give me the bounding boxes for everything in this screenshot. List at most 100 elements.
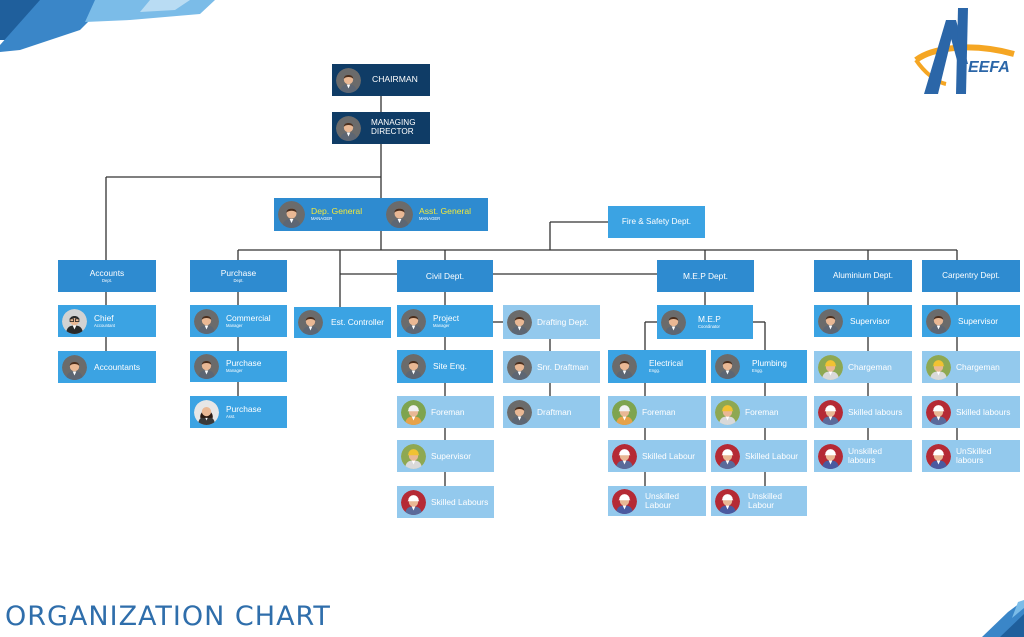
chairman-box: CHAIRMAN — [332, 64, 430, 96]
manager-avatar-icon — [401, 354, 426, 379]
manager-avatar-icon — [194, 308, 219, 334]
civil-foreman-box: Foreman — [397, 396, 494, 428]
supervisor-avatar-icon — [818, 354, 843, 380]
aluminium-dept-box-label: Aluminium Dept. — [832, 270, 894, 280]
manager-avatar-icon — [62, 354, 87, 380]
carpentry-chargeman-box: Chargeman — [922, 351, 1020, 383]
skilled-labour-avatar-icon — [926, 399, 951, 425]
civil-supervisor-box: Supervisor — [397, 440, 494, 472]
manager-avatar-icon — [194, 354, 219, 379]
supervisor-avatar-icon — [401, 443, 426, 469]
labour-avatar-icon — [818, 443, 843, 469]
drafting-dept-box: Drafting Dept. — [503, 305, 600, 339]
mep-dept-box: M.E.P Dept. — [657, 260, 754, 292]
aluminium-skilled-labours-box: Skilled labours — [814, 396, 912, 428]
carpentry-dept-box-label: Carpentry Dept. — [942, 270, 1000, 280]
chairman-box-label: CHAIRMAN — [372, 74, 418, 85]
dep-general-manager-box-subtitle: MANAGER — [311, 216, 333, 222]
site-engineer-box: Site Eng. — [397, 350, 493, 383]
manager-avatar-icon — [507, 399, 532, 425]
carpentry-unskilled-labours-box-line: UnSkilled — [956, 446, 992, 457]
manager-avatar-icon — [612, 354, 637, 379]
managing-director-box-line: MANAGING — [371, 118, 416, 128]
snr-draftman-box-label: Snr. Draftman — [537, 361, 589, 372]
draftman-box-label: Draftman — [537, 406, 572, 417]
draftman-box: Draftman — [503, 396, 600, 428]
asst-general-manager-box-subtitle: MANAGER — [419, 216, 441, 222]
manager-avatar-icon — [715, 354, 740, 379]
manager-avatar-icon — [507, 354, 532, 380]
foreman-avatar-icon — [612, 399, 637, 425]
purchase-manager-box-title: Purchase — [226, 358, 262, 369]
dep-general-manager-box-title: Dep. General — [311, 206, 363, 217]
skilled-labour-avatar-icon — [401, 489, 426, 515]
aluminium-chargeman-box: Chargeman — [814, 351, 912, 383]
page-title: ORGANIZATION CHART — [5, 601, 331, 632]
electrical-unskilled-labour-box-line: Labour — [645, 500, 672, 510]
manager-avatar-icon — [507, 309, 532, 335]
manager-avatar-icon — [661, 309, 686, 335]
aluminium-unskilled-labours-box-line: Unskilled — [848, 446, 882, 457]
electrical-unskilled-labour-box-line: Unskilled — [645, 491, 679, 502]
svg-text:EEFA: EEFA — [968, 59, 1010, 76]
civil-dept-box-label: Civil Dept. — [425, 270, 465, 281]
electrical-foreman-box-label: Foreman — [642, 406, 676, 417]
electrical-engineer-box-subtitle: Engg. — [649, 368, 660, 374]
accountants-box: Accountants — [58, 351, 156, 383]
neefa-logo: EEFA — [914, 8, 1015, 94]
electrical-foreman-box: Foreman — [608, 396, 706, 428]
aluminium-chargeman-box-label: Chargeman — [848, 361, 892, 372]
corner-decoration-top-left — [0, 0, 215, 52]
carpentry-supervisor-box-label: Supervisor — [958, 315, 999, 326]
plumbing-unskilled-labour-box-line: Unskilled — [748, 491, 782, 502]
fire-safety-dept-box-label: Fire & Safety Dept. — [621, 216, 692, 226]
manager-avatar-icon — [386, 201, 413, 228]
carpentry-dept-box: Carpentry Dept. — [922, 260, 1020, 292]
supervisor-avatar-icon — [715, 399, 740, 425]
civil-supervisor-box-label: Supervisor — [431, 450, 472, 461]
manager-avatar-icon — [298, 310, 323, 335]
site-engineer-box-label: Site Eng. — [433, 361, 467, 372]
skilled-labour-avatar-icon — [715, 443, 740, 469]
purchase-assistant-box-title: Purchase — [226, 403, 262, 414]
carpentry-chargeman-box-label: Chargeman — [956, 361, 1000, 372]
purchase-dept-box-subtitle: Dept. — [233, 277, 244, 283]
plumbing-skilled-labour-box-label: Skilled Labour — [745, 450, 799, 461]
mep-dept-box-label: M.E.P Dept. — [683, 270, 728, 281]
carpentry-skilled-labours-box: Skilled labours — [922, 396, 1020, 428]
drafting-dept-box-label: Drafting Dept. — [537, 316, 589, 327]
accounts-dept-box-subtitle: Dept. — [101, 277, 112, 283]
est-controller-box-label: Est. Controller — [331, 317, 385, 328]
labour-avatar-icon — [715, 488, 740, 514]
plumbing-skilled-labour-box: Skilled Labour — [711, 440, 807, 472]
purchase-manager-box-subtitle: Manager — [226, 368, 243, 374]
skilled-labour-avatar-icon — [612, 443, 637, 469]
civil-skilled-labours-box-label: Skilled Labours — [431, 496, 489, 507]
accountants-box-label: Accountants — [94, 361, 141, 372]
manager-avatar-icon — [336, 115, 361, 141]
manager-avatar-icon — [336, 67, 361, 93]
corner-decoration-bottom-right — [982, 600, 1024, 637]
labour-avatar-icon — [926, 443, 951, 469]
labour-avatar-icon — [612, 488, 637, 514]
electrical-skilled-labour-box: Skilled Labour — [608, 440, 706, 472]
purchase-assistant-box-subtitle: Asst. — [226, 413, 236, 419]
plumbing-foreman-box-label: Foreman — [745, 406, 779, 417]
electrical-engineer-box-title: Electrical — [649, 358, 683, 369]
fire-safety-dept-box: Fire & Safety Dept. — [608, 206, 705, 238]
civil-foreman-box-label: Foreman — [431, 406, 465, 417]
mep-coordinator-box-subtitle: Coordinator — [698, 323, 720, 329]
aluminium-supervisor-box-label: Supervisor — [850, 315, 891, 326]
commercial-manager-box-subtitle: Manager — [226, 322, 243, 328]
skilled-labour-avatar-icon — [818, 399, 843, 425]
carpentry-unskilled-labours-box-line: labours — [956, 455, 984, 465]
chief-accountant-box-subtitle: Accountant — [94, 322, 115, 328]
